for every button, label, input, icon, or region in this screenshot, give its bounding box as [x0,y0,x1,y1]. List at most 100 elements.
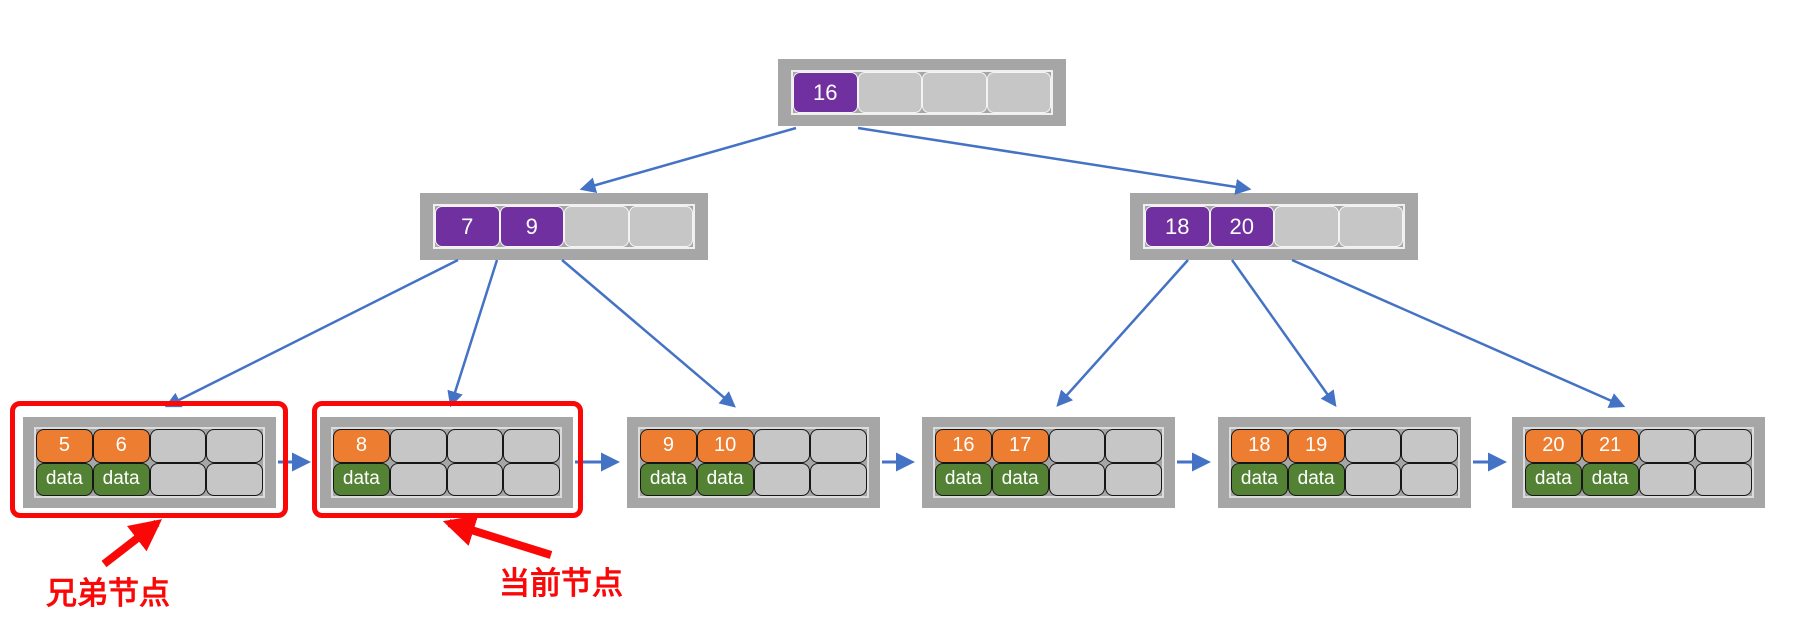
leaf-key-cell: 5 [36,429,93,463]
edge-internal-right-to-leaf4 [1056,259,1189,407]
leaf-data-row: data data [640,462,867,496]
empty-key-slot [206,429,263,463]
empty-key-slot [810,429,867,463]
empty-key-slot [1105,429,1162,463]
leaf-node-3: 9 10 data data [627,417,880,508]
empty-key-slot [922,72,987,113]
leaf-data-cell: data [1287,462,1345,496]
edge-internal-left-to-leaf1 [164,258,459,408]
leaf-key-row: 18 19 [1231,429,1458,463]
leaf-key-row: 16 17 [935,429,1162,463]
empty-key-slot [1344,429,1402,463]
leaf-data-cell: data [1231,462,1288,496]
empty-data-slot [149,462,207,496]
empty-key-slot [753,429,811,463]
empty-data-slot [1401,462,1458,496]
edge-root-to-internal-left [579,126,797,193]
leaf-data-row: data data [1525,462,1752,496]
leaf-data-cell: data [640,462,697,496]
empty-key-slot [149,429,207,463]
empty-key-slot [446,429,504,463]
leaf-key-cell: 9 [640,429,697,463]
leaf-grid: 9 10 data data [638,427,869,498]
empty-key-slot [1638,429,1696,463]
leaf-data-row: data [333,462,560,496]
leaf-key-cell: 21 [1581,429,1639,463]
empty-data-slot [753,462,811,496]
leaf-data-cell: data [1581,462,1639,496]
empty-data-slot [389,462,447,496]
current-callout-arrow [442,515,553,559]
internal-node-left: 7 9 [420,193,708,260]
leaf-grid: 18 19 data data [1229,427,1460,498]
leaf-data-cell: data [1525,462,1582,496]
empty-key-slot [1274,206,1339,247]
empty-data-slot [1048,462,1106,496]
leaf-key-cell: 16 [935,429,992,463]
internal-right-cell-row: 18 20 [1143,204,1405,249]
internal-node-right: 18 20 [1130,193,1418,260]
empty-key-slot [503,429,560,463]
empty-data-slot [1344,462,1402,496]
leaf-grid: 8 data [331,427,562,498]
internal-key-cell: 7 [435,206,500,247]
root-key-cell: 16 [793,72,858,113]
leaf-grid: 16 17 data data [933,427,1164,498]
leaf-key-cell: 18 [1231,429,1288,463]
leaf-data-cell: data [92,462,150,496]
leaf-data-cell: data [36,462,93,496]
empty-data-slot [446,462,504,496]
empty-key-slot [1338,206,1403,247]
leaf-key-row: 9 10 [640,429,867,463]
leaf-node-1: 5 6 data data [23,417,276,508]
leaf-key-row: 5 6 [36,429,263,463]
empty-key-slot [389,429,447,463]
empty-key-slot [628,206,693,247]
leaf-data-cell: data [696,462,754,496]
leaf-node-6: 20 21 data data [1512,417,1765,508]
empty-key-slot [564,206,629,247]
leaf-data-cell: data [935,462,992,496]
leaf-key-cell: 20 [1525,429,1582,463]
root-cell-row: 16 [791,70,1053,115]
edge-internal-right-to-leaf5 [1230,259,1337,408]
empty-data-slot [1638,462,1696,496]
leaf-key-cell: 10 [696,429,754,463]
edge-internal-right-to-leaf6 [1291,258,1626,408]
leaf-key-cell: 17 [991,429,1049,463]
internal-left-cell-row: 7 9 [433,204,695,249]
leaf-key-cell: 8 [333,429,390,463]
leaf-node-5: 18 19 data data [1218,417,1471,508]
empty-data-slot [1695,462,1752,496]
empty-key-slot [1695,429,1752,463]
sibling-node-label: 兄弟节点 [46,576,170,611]
leaf-data-row: data data [935,462,1162,496]
current-node-label: 当前节点 [499,566,623,601]
empty-key-slot [1048,429,1106,463]
edge-internal-left-to-leaf2 [447,259,499,408]
sibling-callout-arrow [101,519,163,568]
empty-data-slot [206,462,263,496]
root-node: 16 [778,59,1066,126]
edge-root-to-internal-right [857,126,1252,195]
leaf-data-cell: data [333,462,390,496]
empty-key-slot [857,72,922,113]
sibling-node-highlight-box [10,401,288,518]
leaf-key-row: 20 21 [1525,429,1752,463]
leaf-grid: 5 6 data data [34,427,265,498]
leaf-node-4: 16 17 data data [922,417,1175,508]
leaf-node-2: 8 data [320,417,573,508]
leaf-key-cell: 19 [1287,429,1345,463]
leaf-key-cell: 6 [92,429,150,463]
empty-key-slot [986,72,1051,113]
internal-key-cell: 9 [499,206,564,247]
edge-internal-left-to-leaf3 [561,259,736,408]
internal-key-cell: 20 [1209,206,1274,247]
leaf-key-row: 8 [333,429,560,463]
empty-key-slot [1401,429,1458,463]
current-node-highlight-box [312,401,583,518]
empty-data-slot [1105,462,1162,496]
leaf-data-cell: data [991,462,1049,496]
internal-key-cell: 18 [1145,206,1210,247]
